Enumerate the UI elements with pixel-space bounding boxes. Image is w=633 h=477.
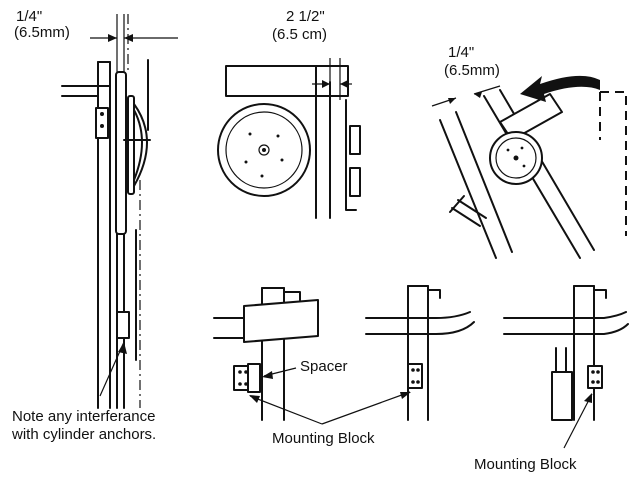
note-line-2: with cylinder anchors. bbox=[12, 426, 157, 443]
dim-left-inches: 1/4" bbox=[16, 8, 43, 25]
dim-right-inches: 1/4" bbox=[448, 44, 475, 61]
mounting-block-label-1: Mounting Block bbox=[272, 430, 375, 447]
right-top-view bbox=[431, 75, 627, 259]
mounting-block-arrows bbox=[249, 391, 411, 425]
mounting-block-label-2: Mounting Block bbox=[474, 456, 577, 473]
left-side-view bbox=[61, 14, 178, 409]
middle-top-view bbox=[217, 58, 361, 219]
bottom-view-3 bbox=[503, 285, 629, 449]
dim-left-mm: (6.5mm) bbox=[14, 24, 70, 41]
note-line-1: Note any interferance bbox=[12, 408, 156, 425]
bottom-view-2 bbox=[365, 285, 475, 421]
dim-right-mm: (6.5mm) bbox=[444, 62, 500, 79]
dim-mid-inches: 2 1/2" bbox=[286, 8, 325, 25]
dim-mid-cm: (6.5 cm) bbox=[272, 26, 328, 43]
bottom-view-1 bbox=[213, 287, 319, 421]
spacer-label: Spacer bbox=[300, 358, 348, 375]
